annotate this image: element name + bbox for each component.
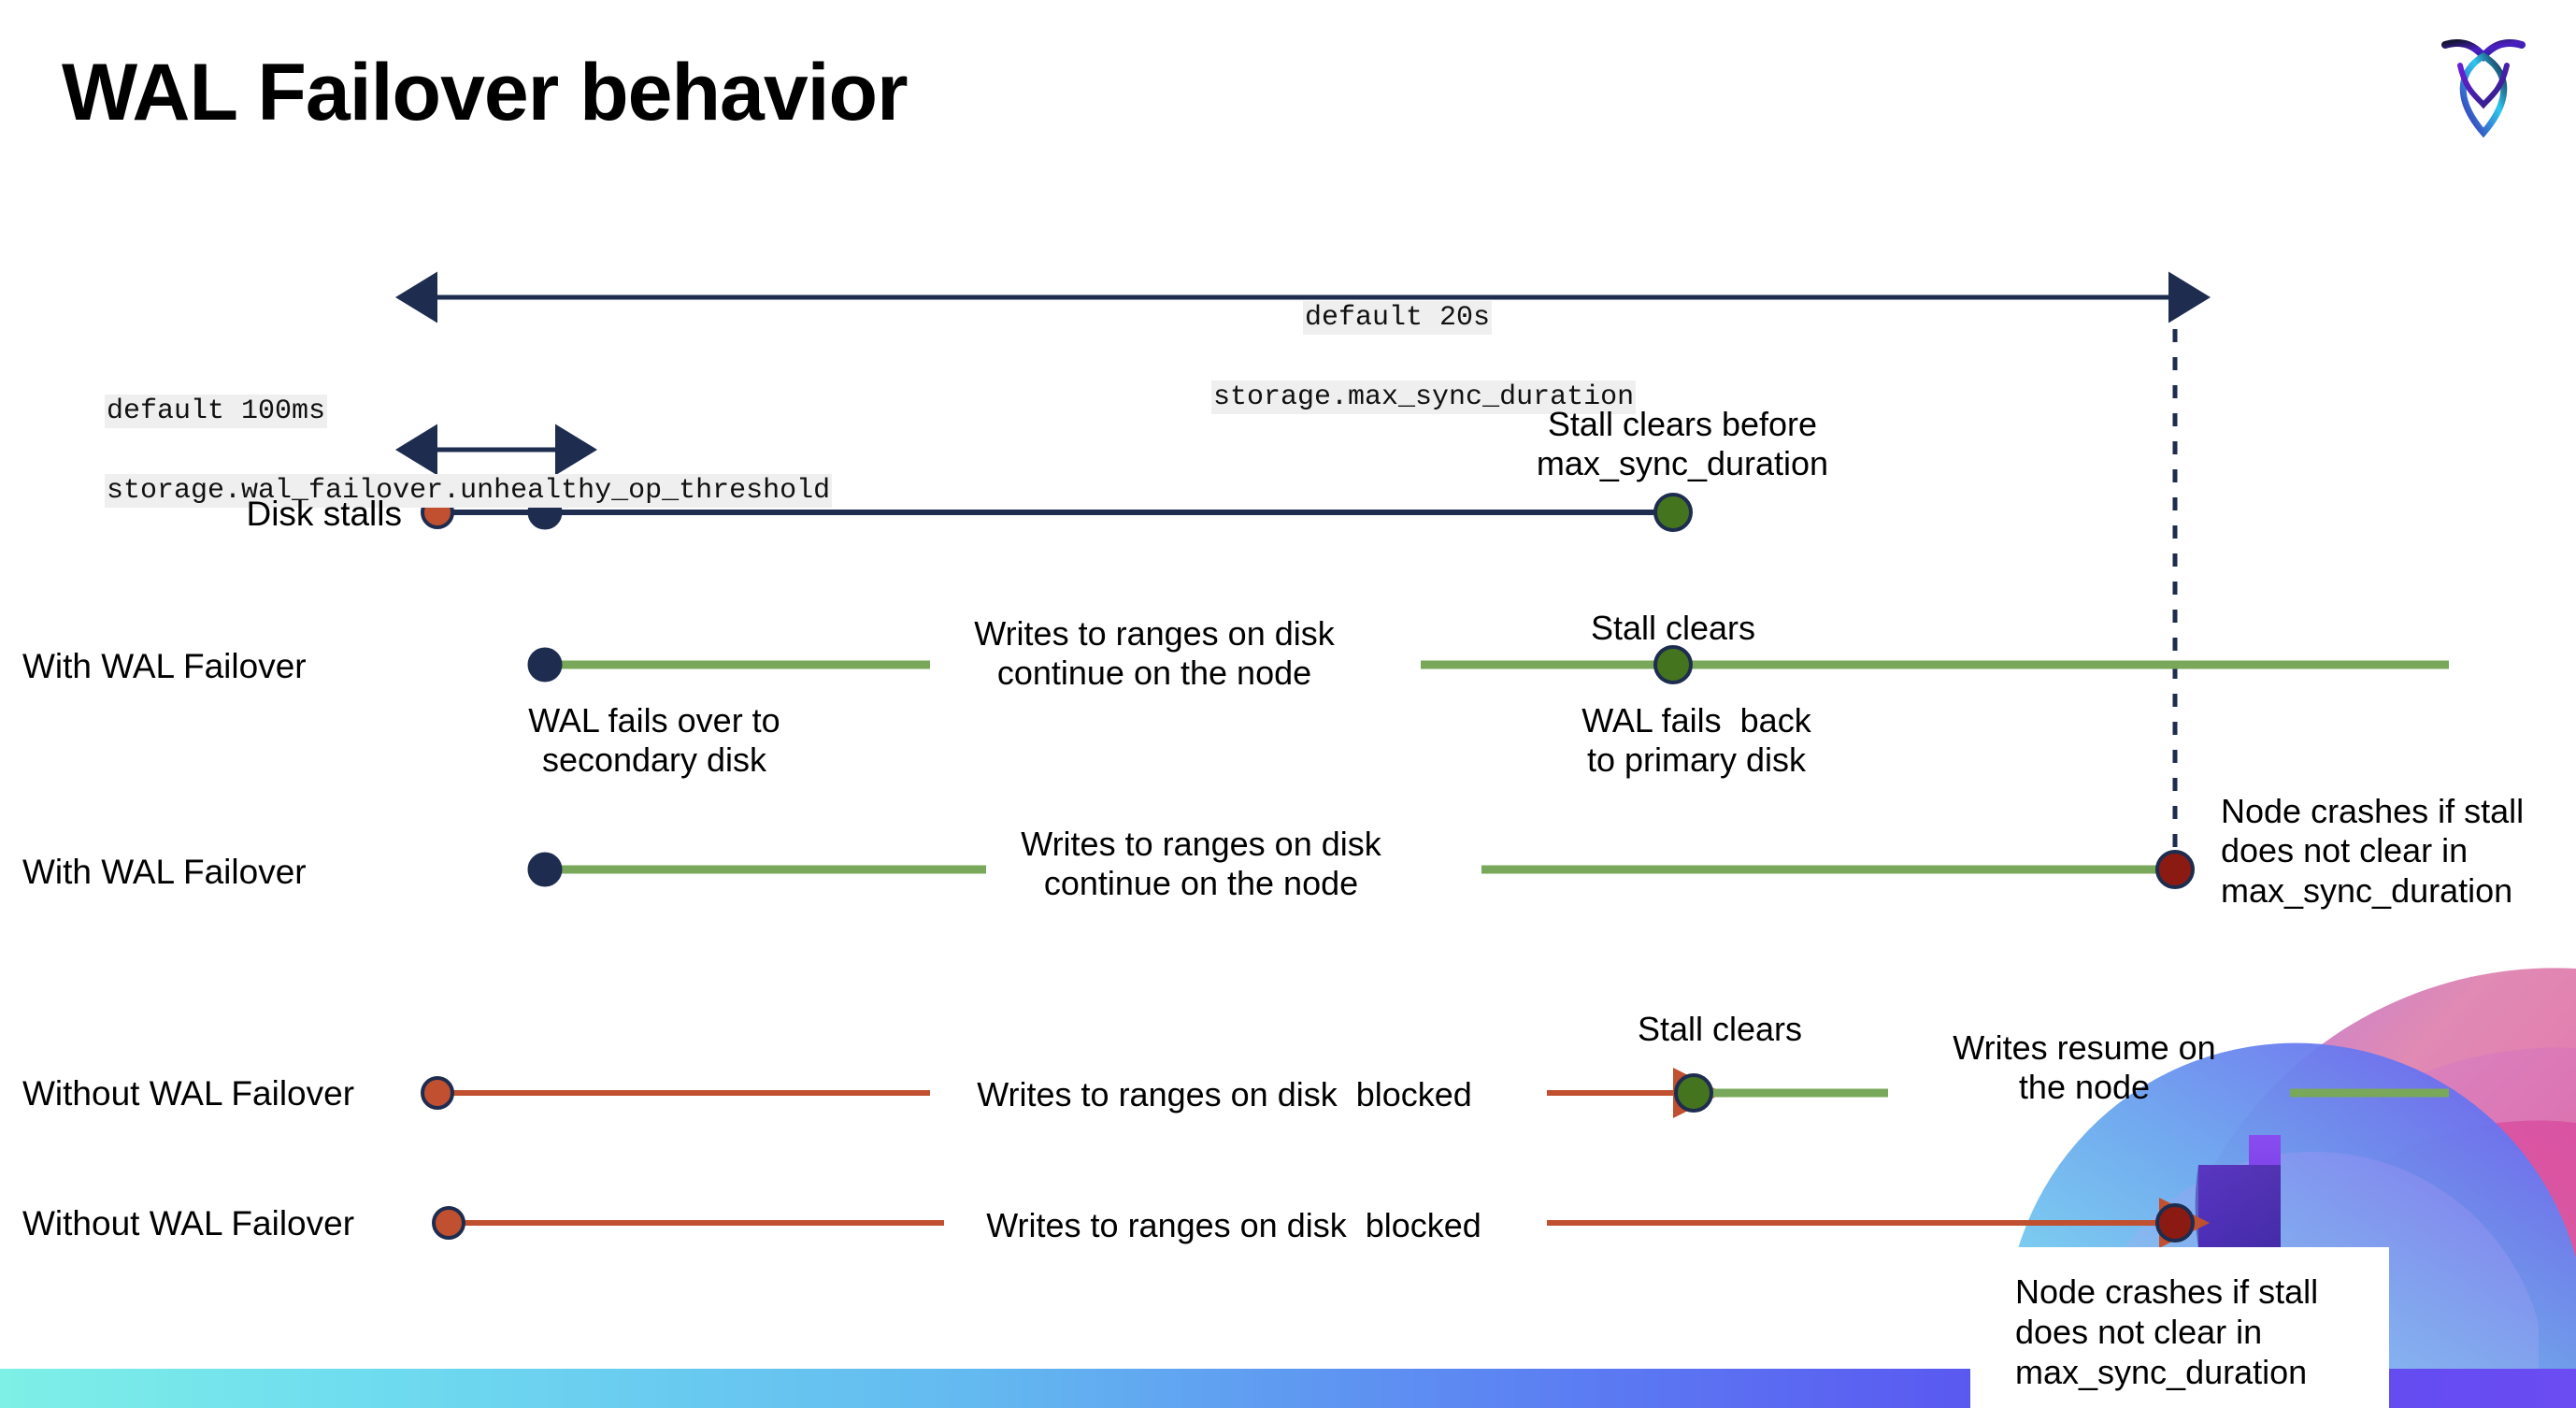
disk-stall-clear-dot [1653,493,1693,532]
row-label-without-wal-failover-2: Without WAL Failover [22,1204,355,1243]
row-label-without-wal-failover-1: Without WAL Failover [22,1074,355,1113]
cockroachdb-logo-icon [2441,38,2526,138]
note-writes-continue-1: Writes to ranges on disk continue on the… [974,614,1335,693]
note-stall-clears-before: Stall clears before max_sync_duration [1536,405,1829,483]
node-crash-callout: Node crashes if stall does not clear in … [1970,1247,2389,1408]
slide-title: WAL Failover behavior [62,48,909,137]
nowal2-crash-dot [2155,1203,2195,1243]
note-writes-continue-2: Writes to ranges on disk continue on the… [1021,825,1381,903]
wal1-failover-dot [527,647,563,682]
nowal1-start-dot [421,1076,454,1110]
wal2-failover-dot [527,852,563,887]
note-stall-clears-1: Stall clears [1590,609,1756,647]
note-node-crashes-1: Node crashes if stall does not clear in … [2221,792,2525,910]
max-sync-duration-annotation: default 20s storage.max_sync_duration [1144,258,1637,457]
bottom-white-mask [0,1359,1963,1369]
row-label-disk-stalls: Disk stalls [246,495,402,533]
note-stall-clears-2: Stall clears [1637,1010,1803,1048]
note-writes-blocked-2: Writes to ranges on disk blocked [986,1206,1481,1244]
unhealthy-op-setting-name: storage.wal_failover.unhealthy_op_thresh… [105,473,833,508]
wal1-stall-clear-dot [1653,645,1693,684]
note-wal-fails-over: WAL fails over to secondary disk [528,701,780,780]
nowal1-stall-clear-dot [1674,1073,1713,1113]
row-label-with-wal-failover-1: With WAL Failover [22,647,307,685]
row-label-with-wal-failover-2: With WAL Failover [22,853,307,891]
wal2-crash-dot [2155,850,2195,889]
note-writes-blocked-1: Writes to ranges on disk blocked [977,1075,1472,1113]
note-writes-resume: Writes resume on the node [1953,1028,2216,1107]
unhealthy-op-default-text: default 100ms [105,394,328,428]
nowal2-start-dot [432,1206,465,1240]
max-sync-setting-name: storage.max_sync_duration [1211,380,1637,414]
note-node-crashes-2: Node crashes if stall does not clear in … [2015,1272,2319,1392]
max-sync-default-text: default 20s [1302,300,1493,335]
note-wal-fails-back: WAL fails back to primary disk [1581,701,1811,780]
unhealthy-op-threshold-annotation: default 100ms storage.wal_failover.unhea… [37,352,860,551]
